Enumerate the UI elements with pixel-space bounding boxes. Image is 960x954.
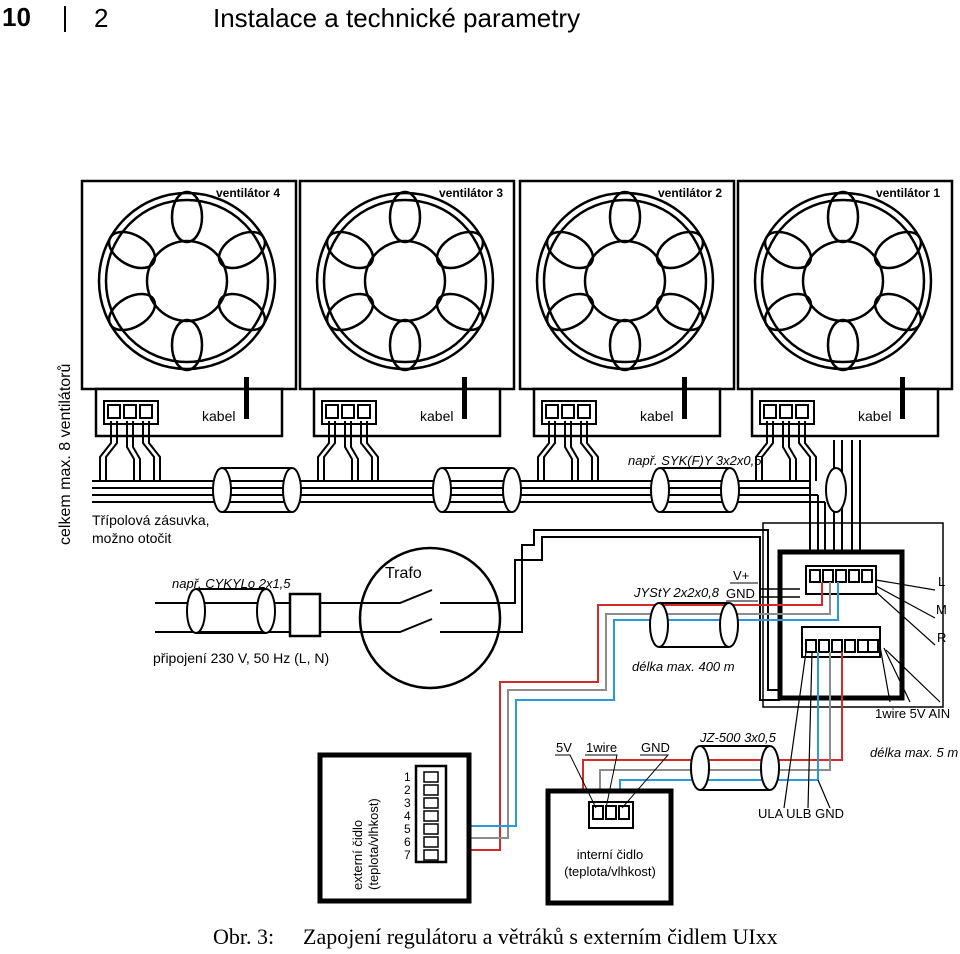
- cable-label: kabel: [202, 408, 235, 424]
- pin-2: 2: [404, 783, 411, 797]
- pin-7: 7: [404, 848, 411, 862]
- cable-label: kabel: [420, 408, 453, 424]
- syk-cable-label: např. SYK(F)Y 3x2x0,5: [628, 453, 762, 468]
- fan-label: ventilátor 2: [658, 186, 722, 200]
- ula-ulb-gnd-label: ULA ULB GND: [758, 806, 844, 821]
- fan-unit-3: ventilátor 3 kabel: [298, 179, 516, 483]
- max-fans-label: celkem max. 8 ventilátorů: [56, 364, 74, 545]
- controller-box: L M R 1wire 5V AIN: [762, 522, 950, 721]
- socket-label-2: možno otočit: [92, 530, 171, 546]
- internal-sensor: interní čidlo (teplota/vlhkost): [545, 788, 674, 906]
- fan-unit-2: ventilátor 2 kabel: [518, 179, 736, 483]
- gnd2-label: GND: [641, 740, 670, 755]
- fan-label: ventilátor 4: [216, 186, 280, 200]
- 1wire-label: 1wire: [586, 740, 617, 755]
- cable-sleeve: [186, 588, 276, 634]
- ext-sensor-label-1: externí čidlo: [350, 820, 365, 890]
- cable-sleeve: [649, 602, 739, 648]
- int-sensor-label-1: interní čidlo: [577, 847, 643, 862]
- cable-label: kabel: [640, 408, 673, 424]
- external-sensor: externí čidlo (teplota/vlhkost) 1 2 3 4 …: [317, 752, 472, 904]
- power-label: připojení 230 V, 50 Hz (L, N): [153, 650, 329, 666]
- length-400-label: délka max. 400 m: [632, 659, 735, 674]
- chapter-title: Instalace a technické parametry: [213, 3, 581, 33]
- cable-sleeve: [432, 467, 522, 513]
- cyky-cable-label: např. CYKYLo 2x1,5: [172, 576, 291, 591]
- pin-5: 5: [404, 822, 411, 836]
- fan-label: ventilátor 1: [876, 186, 940, 200]
- cable-sleeve: [650, 467, 740, 513]
- vplus-label: V+: [733, 568, 749, 583]
- pin-1: 1: [404, 770, 411, 784]
- pin-3: 3: [404, 796, 411, 810]
- gnd-label: GND: [726, 586, 755, 601]
- sensor-wires: [444, 582, 839, 851]
- trafo-label: Trafo: [385, 565, 422, 582]
- transformer: Trafo: [358, 546, 502, 690]
- cable-sleeve-end: [825, 467, 847, 513]
- plug-icon: [288, 592, 322, 638]
- page-header: 10 2 Instalace a technické parametry: [0, 0, 960, 40]
- chapter-number: 2: [94, 3, 109, 33]
- M-label: M: [936, 602, 947, 617]
- caption-text: Zapojení regulátoru a větráků s externím…: [303, 924, 778, 949]
- length-5-label: délka max. 5 m: [870, 745, 958, 760]
- jysty-label: JYStY 2x2x0,8: [633, 585, 720, 600]
- int-sensor-label-2: (teplota/vlhkost): [564, 864, 656, 879]
- cable-label: kabel: [858, 408, 891, 424]
- fan-unit-1: ventilátor 1 kabel: [736, 179, 954, 483]
- caption-label: Obr. 3:: [213, 924, 275, 949]
- R-label: R: [937, 630, 946, 645]
- cable-sleeve: [690, 745, 780, 791]
- fan-unit-4: ventilátor 4 kabel: [80, 179, 298, 483]
- ext-sensor-label-2: (teplota/vlhkost): [366, 798, 381, 890]
- bottom-terminals-label: 1wire 5V AIN: [875, 706, 950, 721]
- pin-6: 6: [404, 835, 411, 849]
- header-divider: [64, 6, 66, 32]
- fan-label: ventilátor 3: [439, 186, 503, 200]
- L-label: L: [938, 574, 945, 589]
- jz500-label: JZ-500 3x0,5: [699, 730, 777, 745]
- pin-4: 4: [404, 809, 411, 823]
- 5v-label: 5V: [556, 740, 572, 755]
- cable-sleeve: [212, 467, 302, 513]
- socket-label-1: Třípolová zásuvka,: [92, 512, 210, 528]
- page-number: 10: [2, 2, 31, 32]
